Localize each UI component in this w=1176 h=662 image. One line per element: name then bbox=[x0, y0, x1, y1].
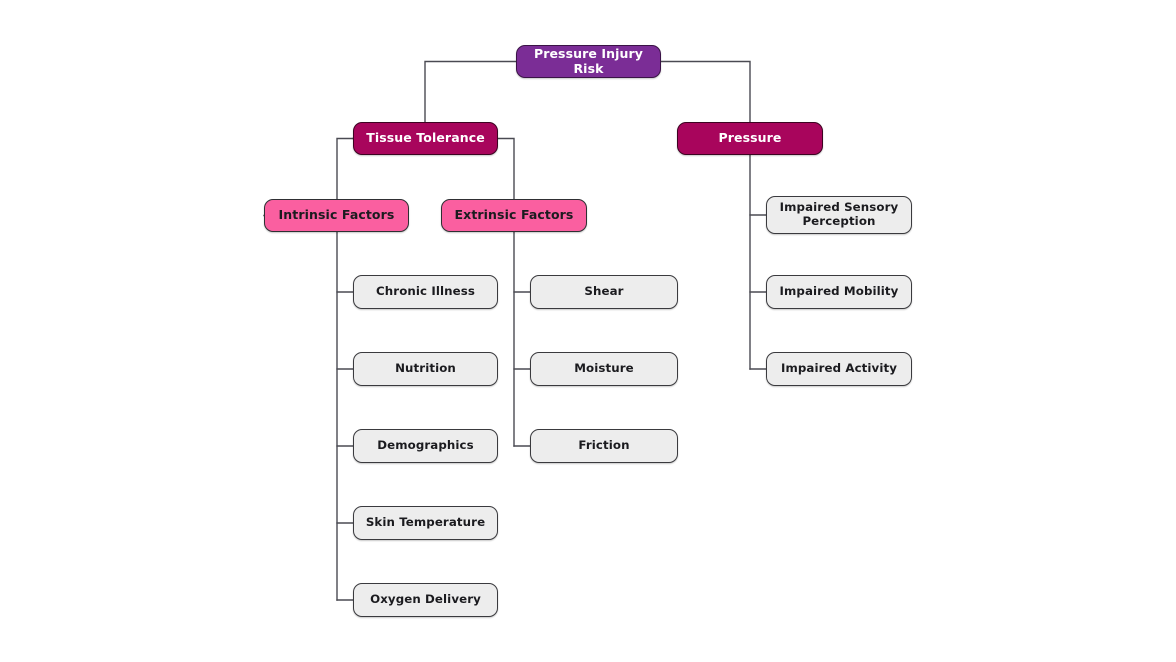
node-tissue[interactable]: Tissue Tolerance bbox=[353, 122, 498, 155]
node-chronic[interactable]: Chronic Illness bbox=[353, 275, 498, 309]
node-sensory[interactable]: Impaired Sensory Perception bbox=[766, 196, 912, 234]
node-extrinsic[interactable]: Extrinsic Factors bbox=[441, 199, 587, 232]
node-demograph[interactable]: Demographics bbox=[353, 429, 498, 463]
node-pressure[interactable]: Pressure bbox=[677, 122, 823, 155]
node-moisture[interactable]: Moisture bbox=[530, 352, 678, 386]
node-shear[interactable]: Shear bbox=[530, 275, 678, 309]
node-skintemp[interactable]: Skin Temperature bbox=[353, 506, 498, 540]
node-nutrition[interactable]: Nutrition bbox=[353, 352, 498, 386]
node-activity[interactable]: Impaired Activity bbox=[766, 352, 912, 386]
node-mobility[interactable]: Impaired Mobility bbox=[766, 275, 912, 309]
node-oxygen[interactable]: Oxygen Delivery bbox=[353, 583, 498, 617]
node-root[interactable]: Pressure Injury Risk bbox=[516, 45, 661, 78]
edge-tissue-extrinsic bbox=[497, 137, 515, 200]
node-friction[interactable]: Friction bbox=[530, 429, 678, 463]
node-intrinsic[interactable]: Intrinsic Factors bbox=[264, 199, 409, 232]
edge-root-pressure bbox=[660, 60, 751, 123]
